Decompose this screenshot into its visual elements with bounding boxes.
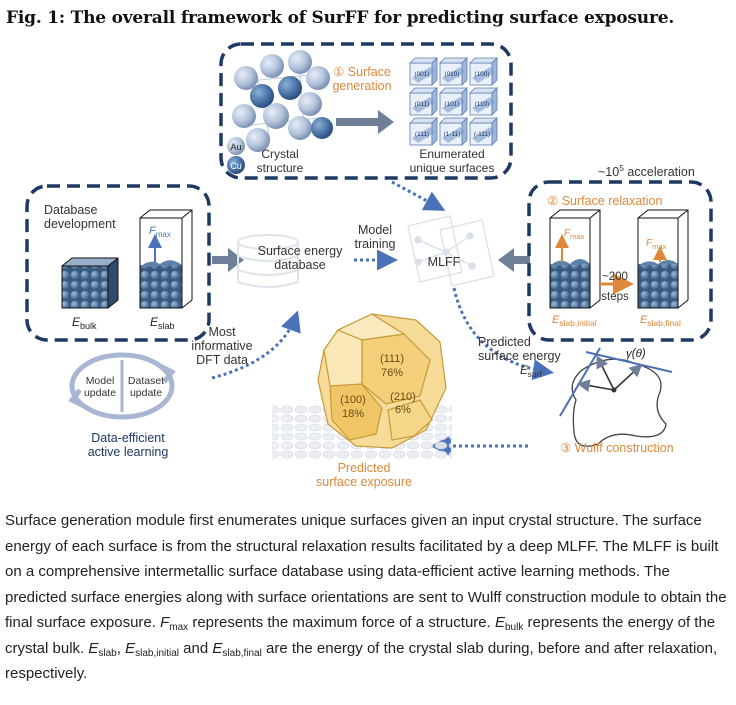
facet-111-label: (111) — [380, 353, 404, 365]
steps-label-2: steps — [601, 291, 629, 303]
facet-210-percent: 6% — [395, 404, 411, 416]
surface-cube: (001) — [409, 57, 438, 86]
enumerated-label-1: Enumerated — [419, 147, 484, 161]
wulff-construction-step: ③ Wulff construction — [560, 441, 674, 455]
surface-relaxation-step: ② Surface relaxation — [547, 194, 662, 208]
dft-data-label-2: informative — [191, 339, 252, 353]
crystal-structure-label-2: structure — [257, 161, 304, 175]
surface-facet-label: (111) — [415, 131, 429, 138]
crystal-structure-label-1: Crystal — [261, 147, 298, 161]
dft-data-arrow — [211, 310, 301, 380]
relaxation-to-mlff-arrow — [498, 248, 530, 272]
database-development-title-1: Database — [44, 203, 98, 217]
active-learning-cycle — [68, 352, 176, 420]
mlff-network-icon — [407, 215, 495, 287]
predicted-energy-label-2: surface energy — [478, 349, 561, 363]
model-update-label-1: Model — [86, 375, 115, 387]
surface-cube: (010) — [439, 57, 468, 86]
fmax-label-left: Fmax — [149, 225, 171, 239]
model-training-label-1: Model — [358, 223, 392, 237]
database-development-title-2: development — [44, 217, 116, 231]
cu-legend-dot — [227, 156, 245, 174]
fmax-label-final: Fmax — [646, 238, 667, 251]
figure-title: Fig. 1: The overall framework of SurFF f… — [6, 8, 675, 28]
surface-generation-panel — [219, 42, 513, 180]
mlff-label: MLFF — [428, 255, 461, 269]
e-slab-final-label: Eslab,final — [640, 314, 681, 328]
predicted-polyhedron — [317, 313, 447, 449]
e-bulk-label: Ebulk — [72, 315, 97, 331]
enumerated-label-2: unique surfaces — [410, 161, 495, 175]
surface-cube: (-111) — [469, 117, 498, 146]
surface-generation-step-2: generation — [332, 79, 391, 93]
surface-facet-label: (110) — [475, 101, 490, 108]
acceleration-label: ~105 acceleration — [598, 163, 695, 179]
wulff-plot — [559, 347, 673, 447]
predicted-energy-label-1: Predicted — [478, 335, 531, 349]
facet-111-percent: 76% — [381, 367, 403, 379]
surface-facet-label: (1-11) — [444, 131, 461, 138]
final-slab-structure — [637, 209, 689, 309]
surface-facet-label: (010) — [444, 71, 459, 78]
surface-cube: (101) — [439, 87, 468, 116]
surfaces-to-mlff-arrow — [391, 180, 446, 211]
model-training-label-2: training — [355, 237, 396, 251]
surface-cube: (110) — [469, 87, 498, 116]
facet-100-label: (100) — [340, 394, 366, 406]
e-slab-initial-label: Eslab,initial — [552, 314, 597, 328]
generation-arrow — [336, 110, 394, 134]
au-legend-dot — [227, 137, 245, 155]
surface-cube: (011) — [409, 87, 438, 116]
active-learning-label-2: active learning — [88, 445, 169, 459]
slab-structure — [139, 209, 193, 309]
left-to-database-arrow — [212, 248, 244, 272]
predicted-exposure-label-1: Predicted — [338, 461, 391, 475]
dataset-update-label-2: update — [130, 387, 162, 399]
surface-energy-database-1: Surface energy — [258, 244, 344, 258]
facet-100-percent: 18% — [342, 408, 364, 420]
surface-facet-label: (011) — [415, 101, 430, 108]
surface-facet-label: (101) — [444, 101, 459, 108]
initial-slab-structure — [549, 209, 601, 309]
au-legend-label: Au — [230, 142, 241, 152]
surface-cube: (111) — [409, 117, 438, 146]
database-development-panel — [25, 184, 211, 342]
surface-relaxation-panel — [527, 180, 713, 342]
database-icon — [237, 234, 299, 288]
active-learning-label-1: Data-efficient — [91, 431, 165, 445]
model-update-label-2: update — [84, 387, 116, 399]
dft-data-label-1: Most — [208, 325, 236, 339]
surface-cube: (100) — [469, 57, 498, 86]
facet-210-label: (210) — [390, 391, 416, 403]
steps-label-1: ~200 — [602, 271, 628, 283]
crystal-structure-image — [232, 50, 333, 152]
surface-facet-label: (100) — [474, 71, 489, 78]
e-slab-label: Eslab — [150, 315, 175, 331]
gamma-label: γ(θ) — [626, 348, 646, 360]
surface-cube: (1-11) — [439, 117, 468, 146]
figure-caption: Surface generation module first enumerat… — [5, 512, 727, 682]
surface-generation-step-1: ① Surface — [333, 65, 391, 79]
dft-data-label-3: DFT data — [196, 353, 248, 367]
surface-energy-database-2: database — [274, 258, 325, 272]
surface-facet-label: (001) — [414, 71, 429, 78]
predicted-exposure-label-2: surface exposure — [316, 475, 412, 489]
mlff-to-wulff-arrow — [452, 287, 554, 381]
bulk-structure — [61, 257, 119, 309]
dataset-update-label-1: Dataset — [128, 375, 164, 387]
enumerated-surfaces-grid: (001) (010) (100) (011) (101) (110) (111) (1-11… — [409, 57, 498, 146]
fmax-label-initial: Fmax — [564, 228, 585, 241]
framework-diagram: Au Cu Crystal structure ① Surface genera… — [25, 42, 713, 489]
cu-legend-label: Cu — [230, 161, 242, 171]
e-surf-label: Esurf — [520, 365, 542, 379]
surface-facet-label: (-111) — [474, 131, 490, 138]
